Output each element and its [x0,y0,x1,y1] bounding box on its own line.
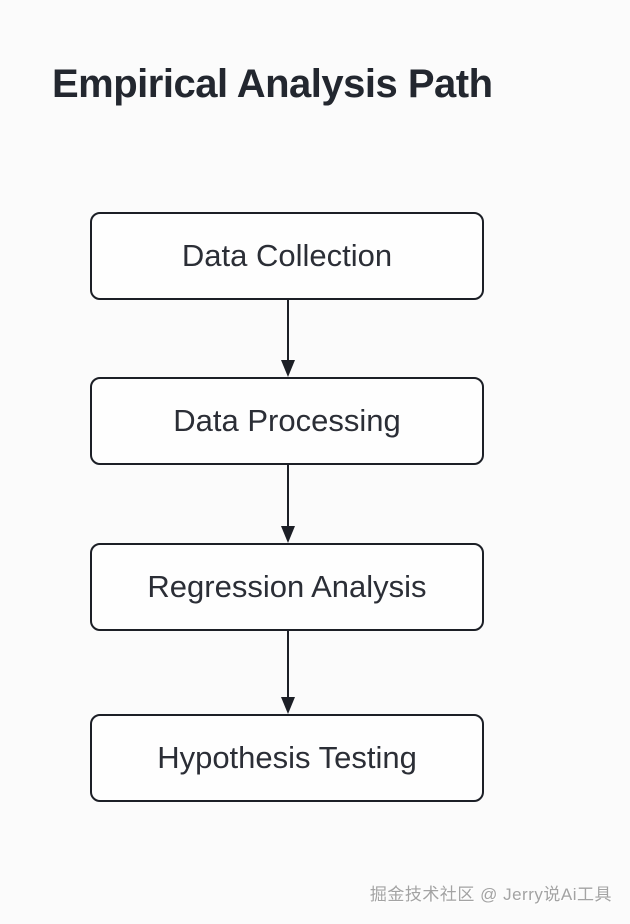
flow-arrow-down-icon [281,631,295,714]
flow-node-data-processing: Data Processing [90,377,484,465]
watermark: 掘金技术社区 @ Jerry说Ai工具 [369,885,612,904]
diagram-title: Empirical Analysis Path [52,62,493,106]
flow-arrow-down-icon [281,300,295,377]
flow-node-label: Regression Analysis [147,569,427,604]
flow-node-data-collection: Data Collection [90,212,484,300]
flow-arrow-down-icon [281,465,295,543]
flow-node-hypothesis-testing: Hypothesis Testing [90,714,484,802]
flow-node-regression-analysis: Regression Analysis [90,543,484,631]
flow-node-label: Data Processing [173,403,401,438]
flow-node-label: Data Collection [181,238,393,273]
flow-node-label: Hypothesis Testing [157,740,417,775]
